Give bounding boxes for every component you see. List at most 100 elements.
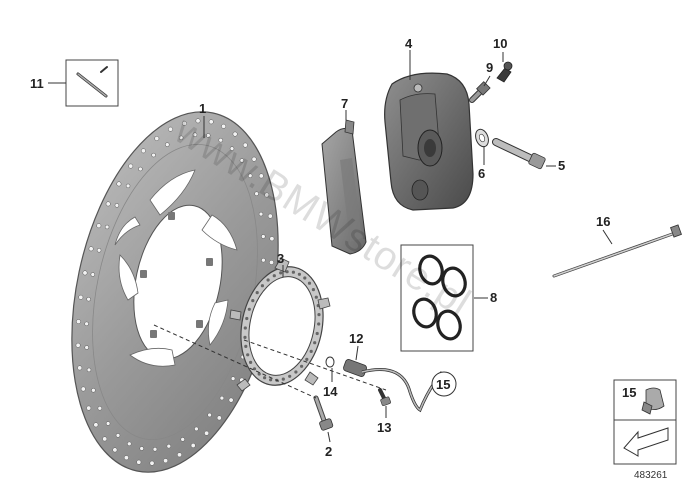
callout-15-circled: 15 — [431, 371, 457, 397]
disc-hole — [105, 421, 111, 426]
disc-hole — [168, 126, 173, 132]
disc-hole — [102, 436, 108, 442]
disc-hole — [239, 158, 245, 163]
disc-hole — [208, 119, 214, 125]
disc-hole — [218, 137, 223, 143]
ring-tooth — [252, 367, 257, 371]
disc-hole — [116, 181, 122, 187]
abs-sensor-ring — [229, 257, 331, 392]
sensor-washer — [325, 356, 335, 368]
disc-hole — [90, 272, 96, 277]
disc-hole — [267, 213, 273, 219]
disc-hole — [190, 443, 196, 448]
ring-tooth — [288, 374, 292, 378]
disc-hole — [178, 135, 184, 141]
callout-12: 12 — [349, 331, 363, 346]
disc-hole — [97, 406, 103, 411]
disc-hole — [247, 173, 253, 178]
disc-hole — [114, 203, 120, 208]
disc-hole — [77, 365, 83, 371]
disc-hole — [163, 458, 169, 464]
callout-6: 6 — [478, 166, 485, 181]
callout-3: 3 — [277, 251, 284, 266]
callouts: 1 2 3 4 5 6 7 8 9 10 11 12 13 14 15 16 1… — [30, 36, 636, 459]
disc-hole — [78, 294, 84, 300]
disc-hole — [192, 132, 198, 137]
disc-hole — [216, 415, 222, 421]
disc-hole — [96, 248, 102, 253]
disc-hole — [91, 388, 96, 393]
disc-hole — [140, 148, 146, 154]
disc-hole — [125, 183, 131, 189]
ring-tooth — [279, 271, 283, 275]
disc-hole — [166, 443, 172, 449]
ring-tooth — [266, 278, 270, 282]
leader-lines — [48, 50, 613, 443]
callout-15: 15 — [436, 377, 450, 392]
ring-tooth — [249, 360, 253, 364]
disc-hole — [181, 120, 187, 126]
ring-tooth — [246, 353, 250, 357]
callout-14: 14 — [323, 384, 338, 399]
disc-hole — [123, 455, 129, 461]
ring-tooth — [315, 331, 319, 336]
disc-hole — [232, 131, 238, 137]
disc-hole — [138, 166, 143, 172]
callout-9: 9 — [486, 60, 493, 75]
disc-hole — [269, 259, 274, 265]
ring-tooth — [251, 299, 255, 303]
disc-hole — [82, 270, 88, 276]
disc-hole — [149, 460, 155, 466]
disc-hole — [136, 459, 142, 465]
disc-hole — [261, 257, 266, 263]
ring-tooth — [281, 377, 285, 381]
disc-hole — [112, 447, 118, 453]
ring-tooth — [294, 370, 298, 374]
disc-hole — [86, 296, 91, 302]
bleeder-valve — [469, 81, 491, 103]
disc-hole — [251, 156, 257, 162]
disc-hole — [264, 192, 270, 198]
ring-tooth — [303, 276, 307, 280]
disc-hole — [219, 395, 225, 401]
disc-hole — [139, 446, 144, 451]
image-number: 483261 — [634, 470, 668, 481]
ring-tooth — [291, 270, 295, 274]
ring-tooth — [257, 372, 261, 376]
disc-hole — [206, 133, 211, 138]
callout-13: 13 — [377, 420, 391, 435]
ring-tooth — [285, 270, 289, 274]
disc-hole — [80, 386, 86, 392]
ring-tooth — [244, 344, 248, 348]
disc-hole — [75, 342, 81, 348]
disc-hole — [180, 437, 185, 442]
disc-hole — [165, 142, 170, 147]
cable-strap — [552, 224, 682, 278]
disc-hole — [76, 319, 81, 325]
disc-hole — [230, 376, 236, 381]
disc-hole — [115, 433, 121, 438]
callout-8: 8 — [490, 290, 497, 305]
ring-tooth — [307, 281, 312, 285]
disc-hole — [229, 146, 235, 151]
brake-pad — [321, 119, 367, 255]
callout-10: 10 — [493, 36, 507, 51]
disc-hole — [104, 224, 110, 230]
ring-tooth — [255, 291, 259, 295]
disc-hole — [261, 234, 266, 239]
ring-tooth — [314, 295, 318, 299]
ring-tooth — [245, 316, 249, 321]
bleeder-cap — [496, 61, 513, 83]
ring-tooth — [272, 274, 276, 278]
disc-hole — [84, 345, 89, 350]
ring-tooth — [263, 376, 267, 380]
legend-box-label: 15 — [622, 385, 636, 400]
disc-hole — [86, 405, 92, 411]
sensor-screw — [378, 388, 391, 407]
caliper-bolt — [492, 138, 546, 170]
ring-tooth — [311, 288, 315, 292]
ring-tooth — [269, 378, 273, 382]
disc-hole — [228, 397, 234, 403]
cable-tie-kit — [65, 59, 119, 107]
